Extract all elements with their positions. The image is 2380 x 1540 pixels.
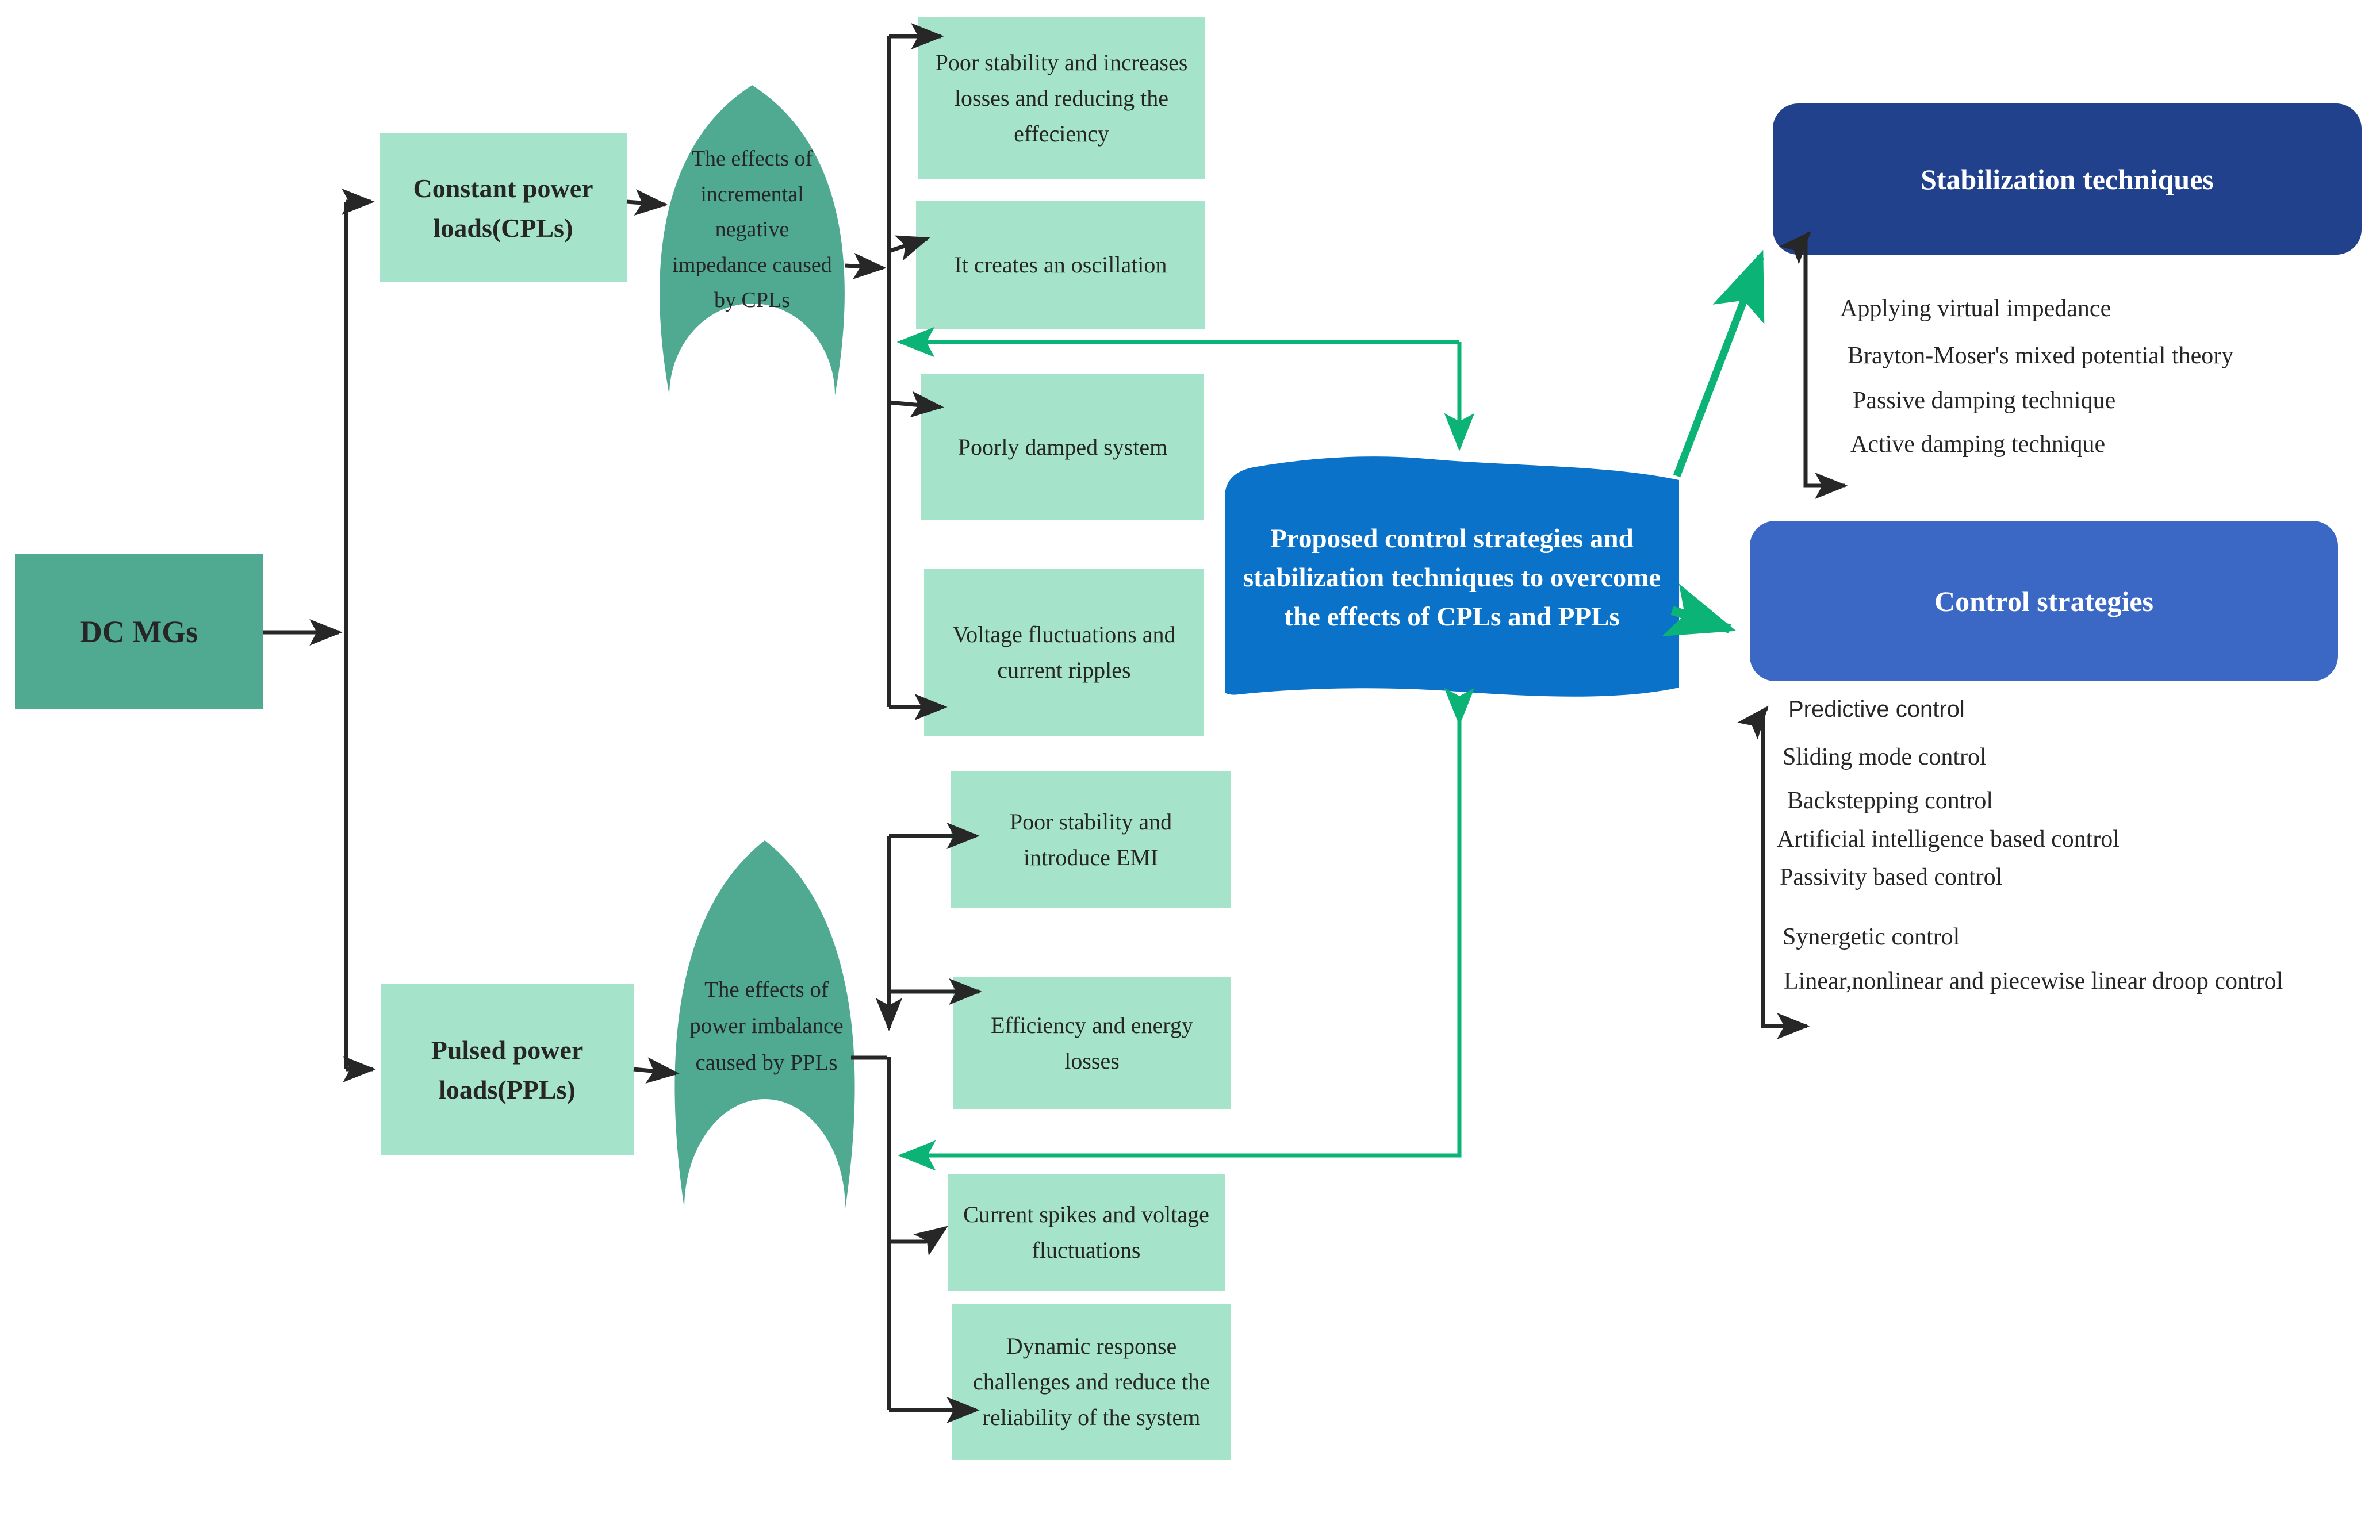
- control-title: Control strategies: [1934, 585, 2153, 617]
- cpl-arch-label: The effects of incremental negative impe…: [660, 121, 844, 339]
- cpl-arch-line: impedance caused: [672, 252, 832, 277]
- effect-label: Poorly damped system: [957, 433, 1168, 460]
- bracket-stabilization: [1803, 238, 1848, 499]
- effect-label: Poor stability and increases losses and …: [935, 49, 1188, 147]
- center-node-label: Proposed control strategies and stabiliz…: [1242, 489, 1662, 667]
- ppl-arch-line: caused by PPLs: [695, 1050, 838, 1075]
- effect-label: Dynamic response challenges and reduce t…: [972, 1333, 1210, 1430]
- cpl-label: Constant power loads(CPLs): [413, 173, 593, 243]
- effect-label: Efficiency and energy losses: [991, 1012, 1193, 1074]
- effect-label: It creates an oscillation: [954, 252, 1167, 278]
- effect-box-ppl-3: Current spikes and voltage fluctuations: [948, 1174, 1225, 1291]
- cpl-arch-line: The effects of: [691, 147, 813, 171]
- arrow-effect-ppl-3: [889, 1226, 948, 1256]
- cpl-arch-line: by CPLs: [714, 288, 790, 313]
- stabilization-title: Stabilization techniques: [1921, 163, 2214, 195]
- ppl-label: Pulsed power loads(PPLs): [431, 1035, 584, 1104]
- effect-label: Voltage fluctuations and current ripples: [952, 621, 1176, 683]
- green-center-to-control: [1662, 583, 1737, 636]
- center-line: the effects of CPLs and PPLs: [1284, 602, 1620, 632]
- control-item-6: Synergetic control: [1783, 924, 1960, 950]
- control-item-5: Passivity based control: [1780, 864, 2003, 890]
- effect-box-ppl-1: Poor stability and introduce EMI: [951, 771, 1231, 908]
- control-item-1: Predictive control: [1788, 697, 1965, 722]
- dc-mgs-node: DC MGs: [15, 554, 263, 709]
- ppl-arch-line: power imbalance: [689, 1013, 844, 1039]
- stabilization-item-1: Applying virtual impedance: [1840, 295, 2111, 322]
- ppl-arch-label: The effects of power imbalance caused by…: [672, 920, 861, 1132]
- bracket-control-head: [1737, 705, 1769, 740]
- arrow-arch1-to-spine: [845, 252, 887, 279]
- green-center-to-stabilization: [1673, 249, 1765, 478]
- effect-box-cpl-4: Voltage fluctuations and current ripples: [924, 569, 1204, 736]
- arrow-cpl-to-arch: [626, 189, 668, 216]
- effect-box-cpl-2: It creates an oscillation: [916, 201, 1205, 329]
- effect-box-ppl-4: Dynamic response challenges and reduce t…: [952, 1304, 1231, 1460]
- ppl-node: Pulsed power loads(PPLs): [381, 984, 634, 1155]
- cpl-arch-line: incremental: [700, 182, 804, 206]
- control-item-7: Linear,nonlinear and piecewise linear dr…: [1784, 968, 2283, 994]
- effect-label: Current spikes and voltage fluctuations: [963, 1201, 1209, 1263]
- control-header: Control strategies: [1750, 521, 2338, 681]
- arrow-ppl-to-arch: [633, 1057, 680, 1084]
- effect-label: Poor stability and introduce EMI: [1009, 809, 1172, 870]
- effect-box-ppl-2: Efficiency and energy losses: [953, 977, 1231, 1109]
- control-item-3: Backstepping control: [1787, 788, 1994, 814]
- center-line: stabilization techniques to overcome: [1243, 562, 1661, 593]
- cpl-node: Constant power loads(CPLs): [380, 133, 627, 282]
- control-item-2: Sliding mode control: [1783, 744, 1987, 770]
- effect-box-cpl-1: Poor stability and increases losses and …: [918, 17, 1205, 179]
- effect-box-cpl-3: Poorly damped system: [921, 374, 1204, 520]
- center-line: Proposed control strategies and: [1270, 523, 1634, 554]
- control-item-4: Artificial intelligence based control: [1777, 826, 2120, 852]
- stabilization-item-3: Passive damping technique: [1853, 387, 2116, 414]
- stabilization-item-2: Brayton-Moser's mixed potential theory: [1848, 343, 2234, 369]
- stabilization-header: Stabilization techniques: [1773, 103, 2362, 255]
- ppl-arch-line: The effects of: [704, 977, 829, 1003]
- cpl-arch-line: negative: [715, 217, 789, 242]
- stabilization-item-4: Active damping technique: [1850, 431, 2106, 458]
- dc-mgs-label: DC MGs: [79, 615, 198, 649]
